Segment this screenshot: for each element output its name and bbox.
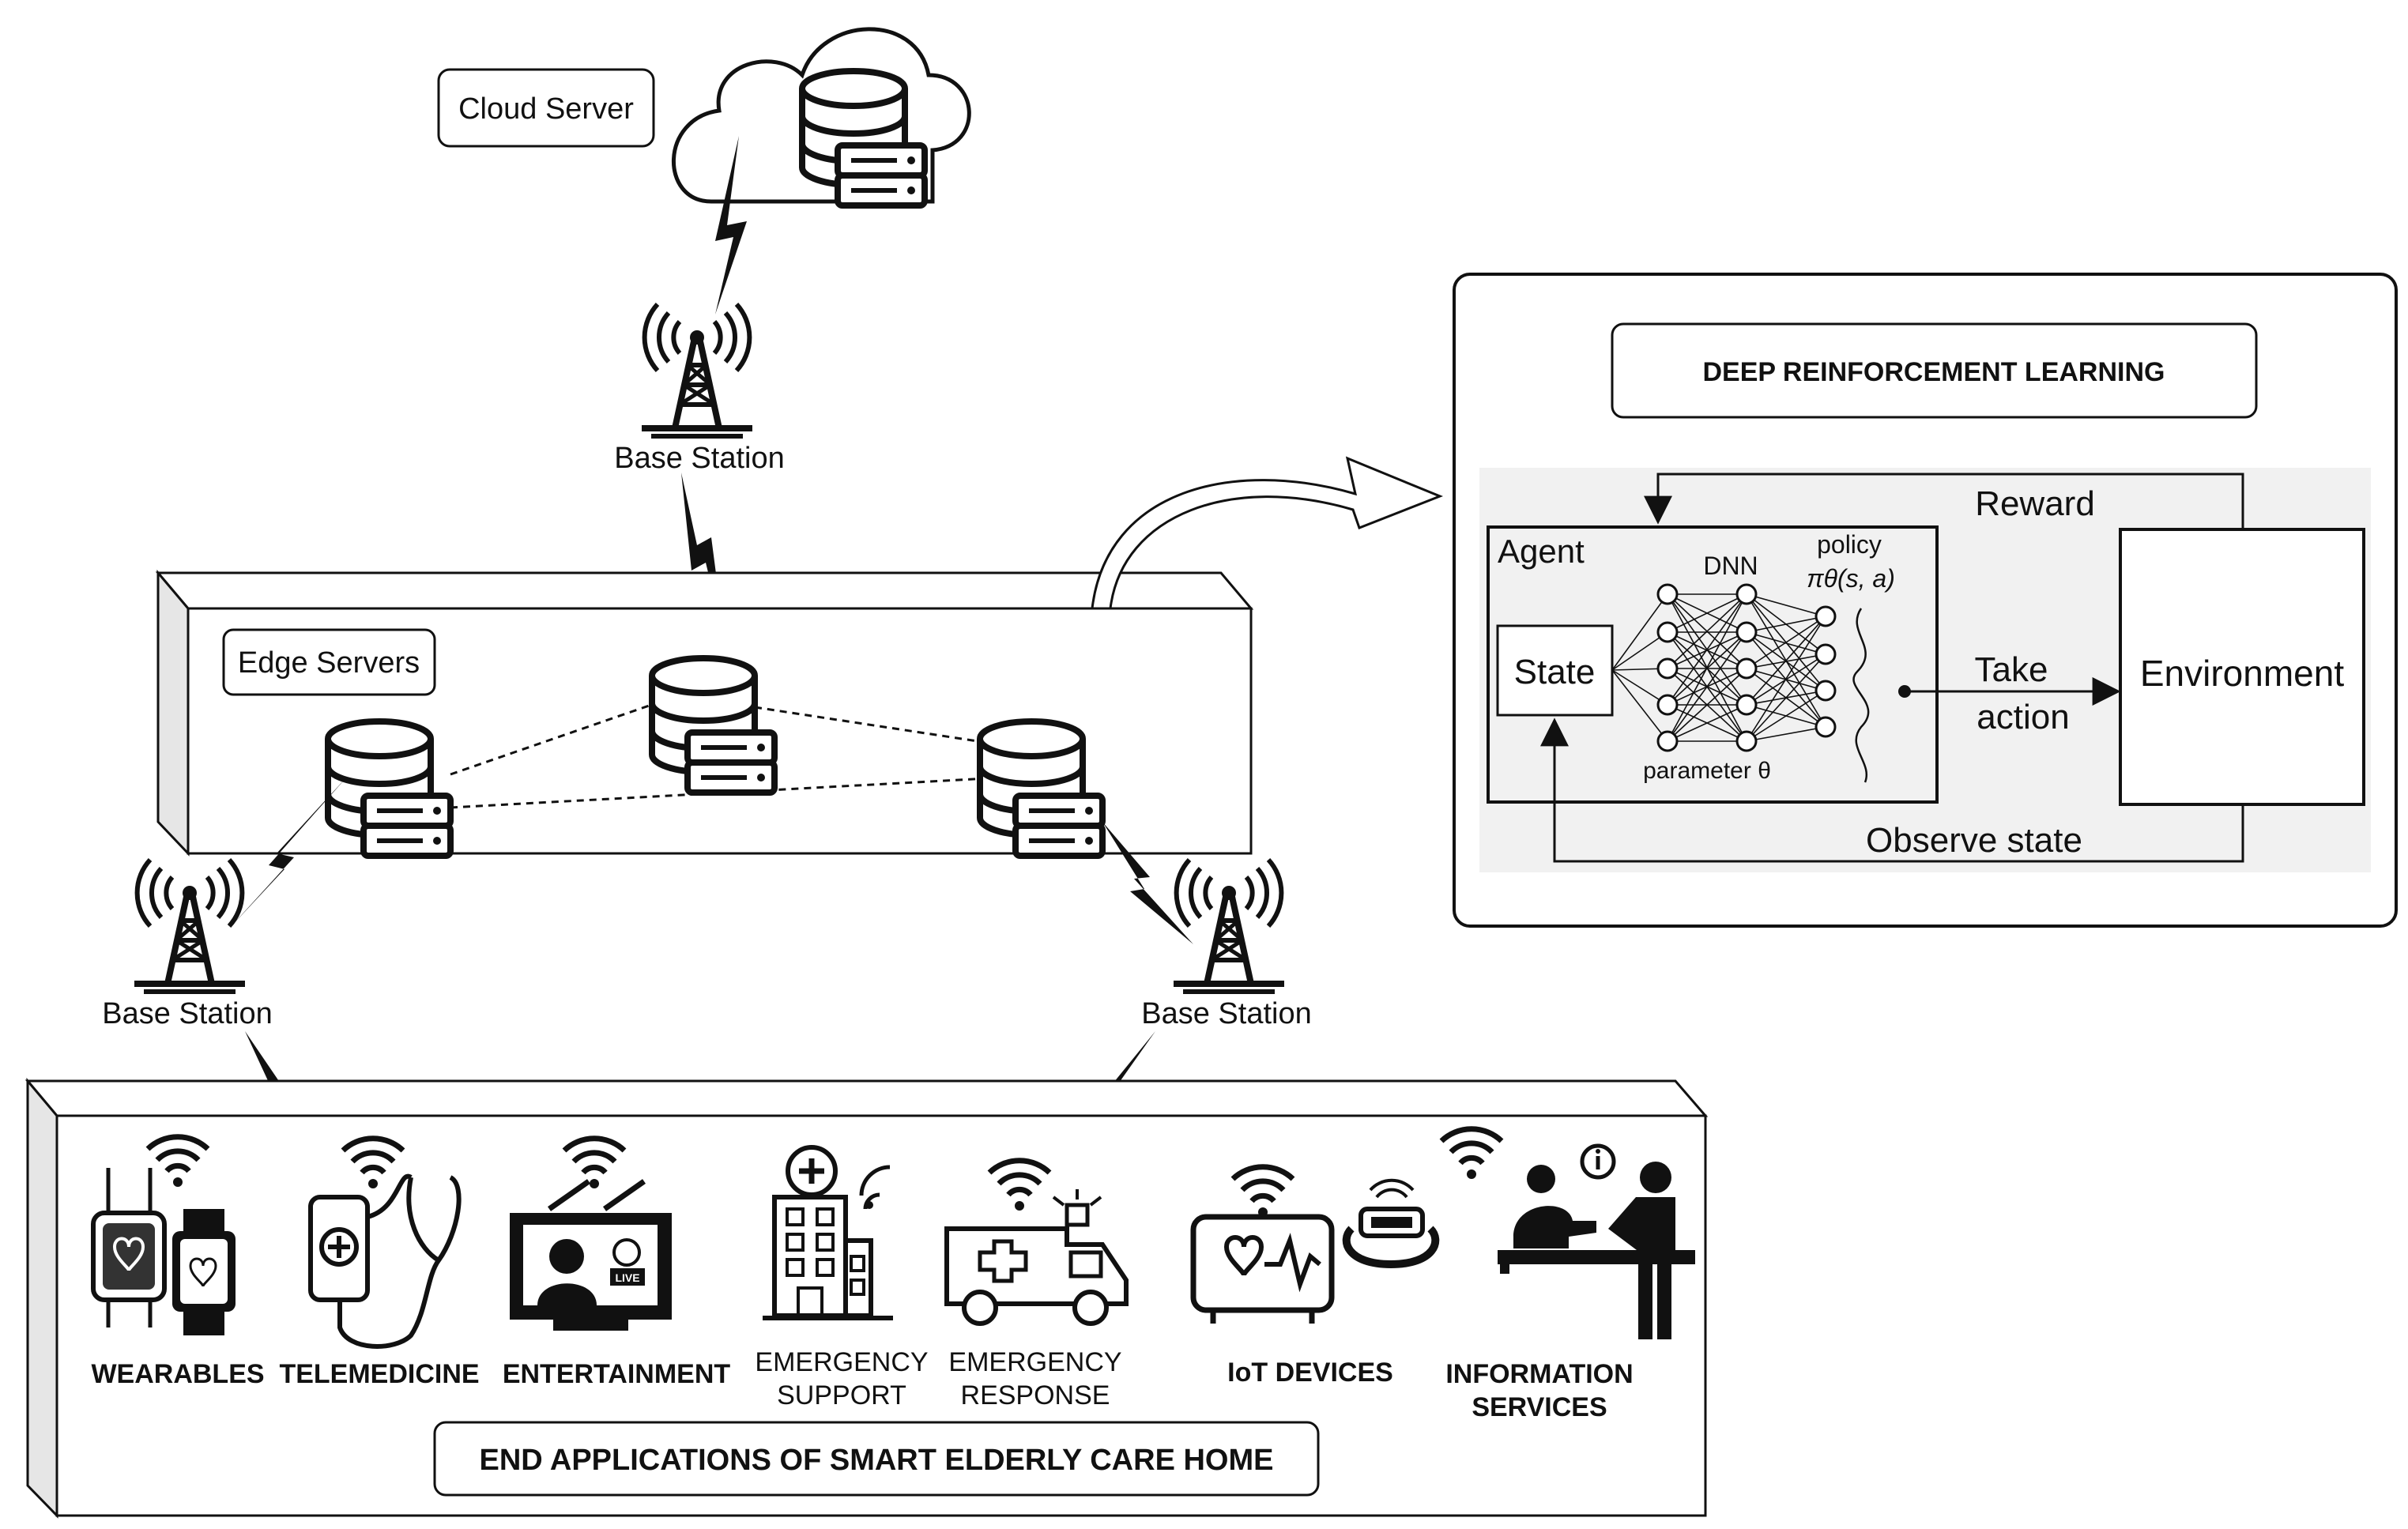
base-station-label-right: Base Station: [1141, 997, 1311, 1030]
base-station-tower-icon-top: [642, 304, 752, 436]
base-station-tower-icon-left: [134, 860, 245, 992]
drl-title: DEEP REINFORCEMENT LEARNING: [1703, 357, 2165, 387]
app-label-information-line2: SERVICES: [1472, 1392, 1607, 1422]
iot-band-icon: [1342, 1178, 1440, 1269]
drl-panel: DEEP REINFORCEMENT LEARNING Reward Agent…: [1453, 273, 2398, 928]
wireless-link-icon: [1102, 822, 1193, 944]
environment-box: [2119, 528, 2365, 806]
wireless-link-icon: [681, 473, 725, 640]
base-station-label-left: Base Station: [102, 997, 272, 1030]
app-label-emergency-support-line2: SUPPORT: [777, 1380, 906, 1410]
wireless-link-icon: [715, 136, 747, 314]
end-applications-panel: END APPLICATIONS OF SMART ELDERLY CARE H…: [24, 1077, 1709, 1519]
app-label-emergency-support-line1: EMERGENCY: [755, 1347, 928, 1377]
reward-label: Reward: [1975, 484, 2095, 523]
iot-monitor-icon: [1190, 1214, 1335, 1324]
agent-label: Agent: [1498, 533, 1585, 570]
cloud-server: Cloud Server: [437, 27, 971, 205]
cloud-server-label-box: [437, 68, 655, 148]
cloud-server-label: Cloud Server: [458, 92, 634, 126]
dnn-network-icon: [1611, 593, 1826, 742]
environment-label: Environment: [2140, 653, 2344, 694]
app-label-emergency-response-line1: EMERGENCY: [948, 1347, 1121, 1377]
app-label-emergency-response-line2: RESPONSE: [961, 1380, 1110, 1410]
wearables-icon: [91, 1168, 236, 1335]
app-label-entertainment: ENTERTAINMENT: [503, 1359, 731, 1389]
hospital-icon: [763, 1145, 893, 1320]
app-label-telemedicine: TELEMEDICINE: [279, 1359, 479, 1389]
ambulance-icon: [944, 1189, 1129, 1326]
policy-formula: πθ(s, a): [1807, 564, 1895, 593]
app-label-iot-devices: IoT DEVICES: [1227, 1358, 1393, 1388]
end-applications-footer: END APPLICATIONS OF SMART ELDERLY CARE H…: [480, 1444, 1274, 1477]
edge-servers-label-box: [222, 628, 436, 696]
app-label-wearables: WEARABLES: [91, 1359, 264, 1389]
base-station-label-top: Base Station: [614, 442, 784, 475]
edge-servers-panel: Edge Servers: [155, 569, 1254, 856]
drl-curved-arrow: [1091, 456, 1444, 610]
take-action-label-line2: action: [1977, 698, 2069, 736]
state-label: State: [1514, 653, 1596, 691]
agent-box: [1487, 525, 1939, 804]
information-desk-icon: [1498, 1143, 1695, 1339]
base-station-tower-icon-right: [1174, 860, 1284, 992]
end-applications-footer-box: [433, 1421, 1320, 1497]
live-badge: LIVE: [615, 1271, 639, 1284]
dnn-label: DNN: [1703, 552, 1758, 580]
policy-label: policy: [1817, 530, 1882, 559]
dnn-nodes: [1656, 583, 1837, 752]
telemedicine-icon: [308, 1173, 462, 1349]
drl-title-box: [1611, 322, 2258, 419]
observe-state-label: Observe state: [1866, 821, 2082, 860]
parameter-label: parameter θ: [1643, 758, 1771, 784]
entertainment-tv-icon: LIVE: [510, 1179, 672, 1331]
app-label-information-line1: INFORMATION: [1445, 1359, 1633, 1389]
take-action-label-line1: Take: [1975, 650, 2048, 689]
edge-servers-label: Edge Servers: [238, 646, 420, 680]
policy-distribution-icon: [1852, 608, 1870, 783]
